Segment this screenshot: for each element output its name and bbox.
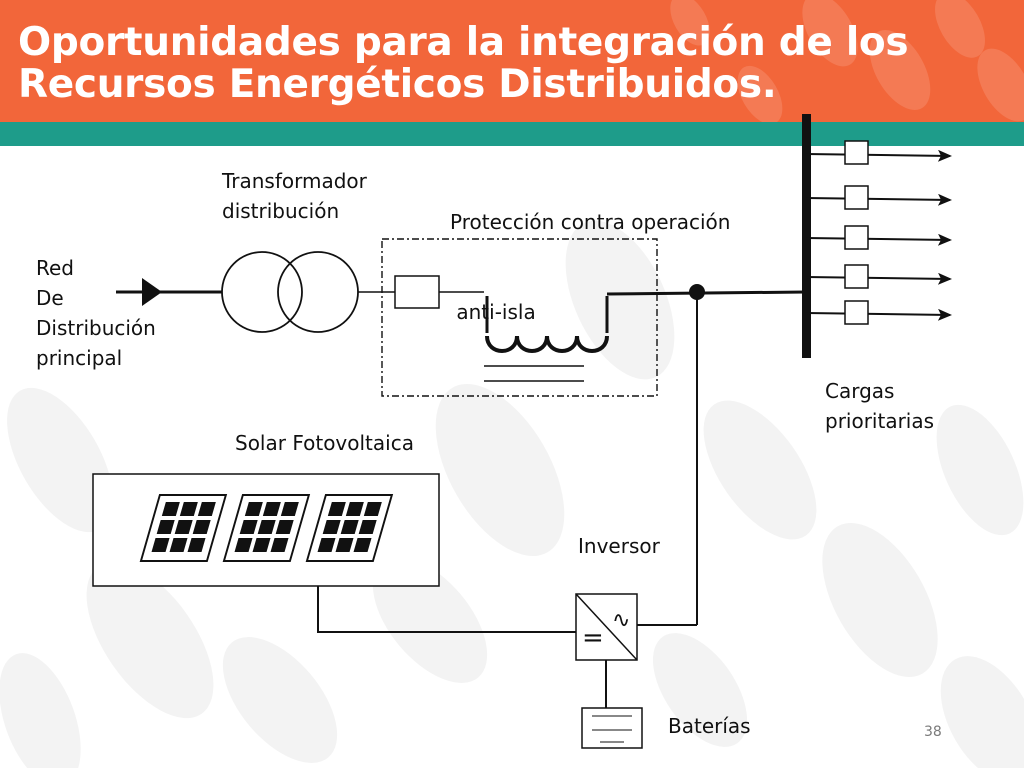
header-decoration (670, 0, 1024, 122)
label-loads: Cargas prioritarias (825, 376, 934, 436)
label-grid-line-4: principal (36, 346, 123, 370)
transformer-icon (221, 251, 359, 333)
inverter-icon: = ∿ (575, 593, 638, 661)
title-line-2: Recursos Energéticos Distribuidos. (18, 62, 777, 107)
page-number: 38 (924, 724, 942, 740)
label-grid-line-2: De (36, 286, 64, 310)
inverter-ac-symbol: ∿ (612, 608, 630, 633)
fuse-icon (394, 275, 440, 309)
protection-zone-box (381, 238, 658, 397)
feeder-line (606, 290, 807, 296)
label-protection-line-1: Protección contra operación (450, 210, 731, 234)
busbar-icon (802, 114, 811, 358)
label-transformer-line-1: Transformador (222, 169, 367, 193)
label-loads-line-1: Cargas (825, 379, 895, 403)
label-loads-line-2: prioritarias (825, 409, 935, 433)
label-protection-line-2: anti-isla (450, 300, 536, 324)
solar-panel-icon (139, 494, 394, 562)
label-grid-line-1: Red (36, 256, 74, 280)
label-batteries: Baterías (668, 714, 751, 738)
label-transformer-line-2: distribución (222, 199, 340, 223)
label-inverter: Inversor (578, 534, 660, 558)
label-grid-line-3: Distribución (36, 316, 156, 340)
battery-icon (581, 707, 643, 749)
label-protection: Protección contra operación anti-isla (450, 147, 730, 387)
title-bar: Oportunidades para la integración de los… (0, 0, 1024, 122)
label-transformer: Transformador distribución (222, 166, 367, 226)
slide-title: Oportunidades para la integración de los… (18, 20, 909, 107)
title-line-1: Oportunidades para la integración de los (18, 20, 909, 65)
grid-arrow-icon (116, 278, 222, 306)
solar-dc-line (317, 586, 576, 633)
reactor-icon (484, 296, 609, 382)
load-arrow-icon (805, 140, 952, 325)
inverter-dc-symbol: = (582, 623, 604, 653)
label-solar: Solar Fotovoltaica (235, 431, 414, 455)
label-grid: Red De Distribución principal (36, 253, 156, 373)
